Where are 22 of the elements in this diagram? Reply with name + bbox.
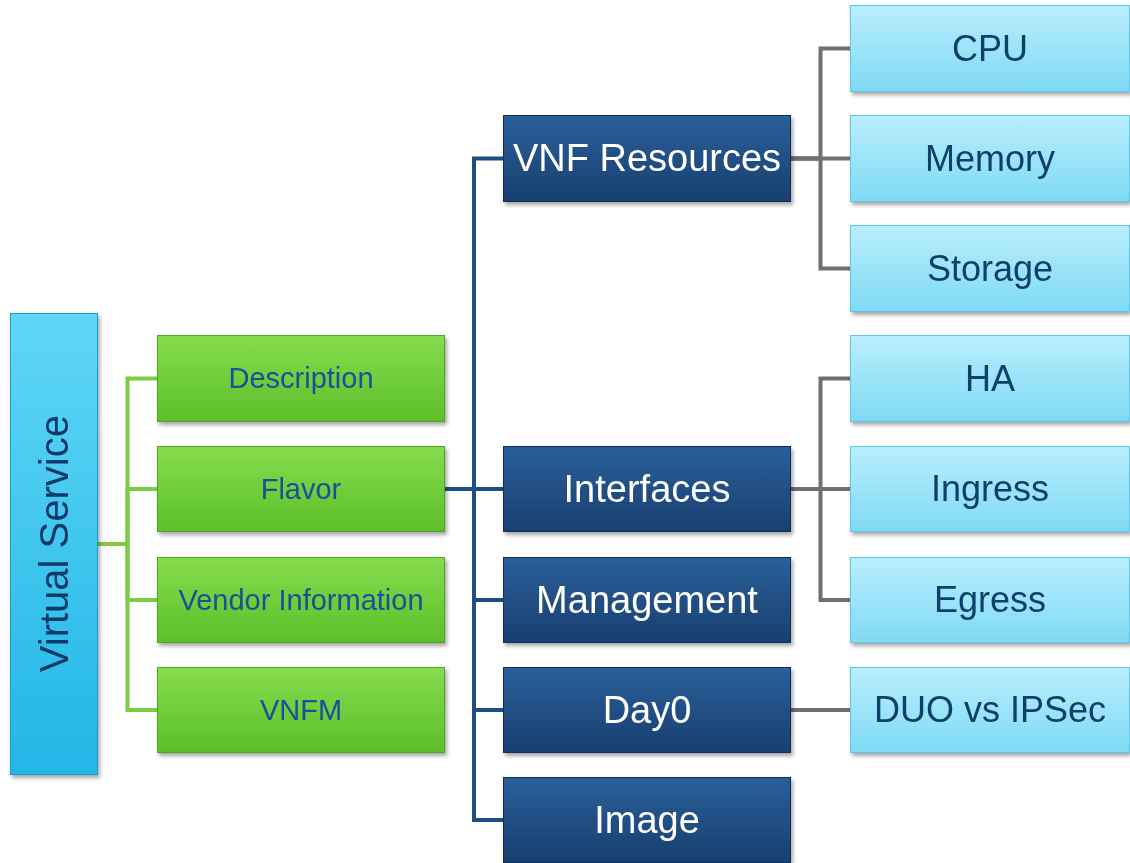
resource-box: DUO vs IPSec [850,667,1130,753]
connector-line [791,708,850,712]
flavor-item-box: Day0 [503,667,791,753]
flavor-item-box: Management [503,557,791,643]
resource-box: Memory [850,115,1130,202]
resource-box: Ingress [850,446,1130,532]
attribute-box: Vendor Information [157,557,445,643]
connector-line [98,542,157,712]
connector-line [791,156,850,271]
connector-line [445,487,503,822]
connector-line [791,487,850,602]
attribute-box: VNFM [157,667,445,753]
resource-box: CPU [850,5,1130,92]
attribute-box: Flavor [157,446,445,532]
flavor-item-box: Interfaces [503,446,791,532]
flavor-item-box: VNF Resources [503,115,791,202]
service-box: Virtual Service [10,313,98,775]
attribute-box: Description [157,335,445,422]
flavor-item-box: Image [503,777,791,863]
resource-box: Storage [850,225,1130,312]
resource-box: Egress [850,557,1130,643]
resource-box: HA [850,335,1130,422]
